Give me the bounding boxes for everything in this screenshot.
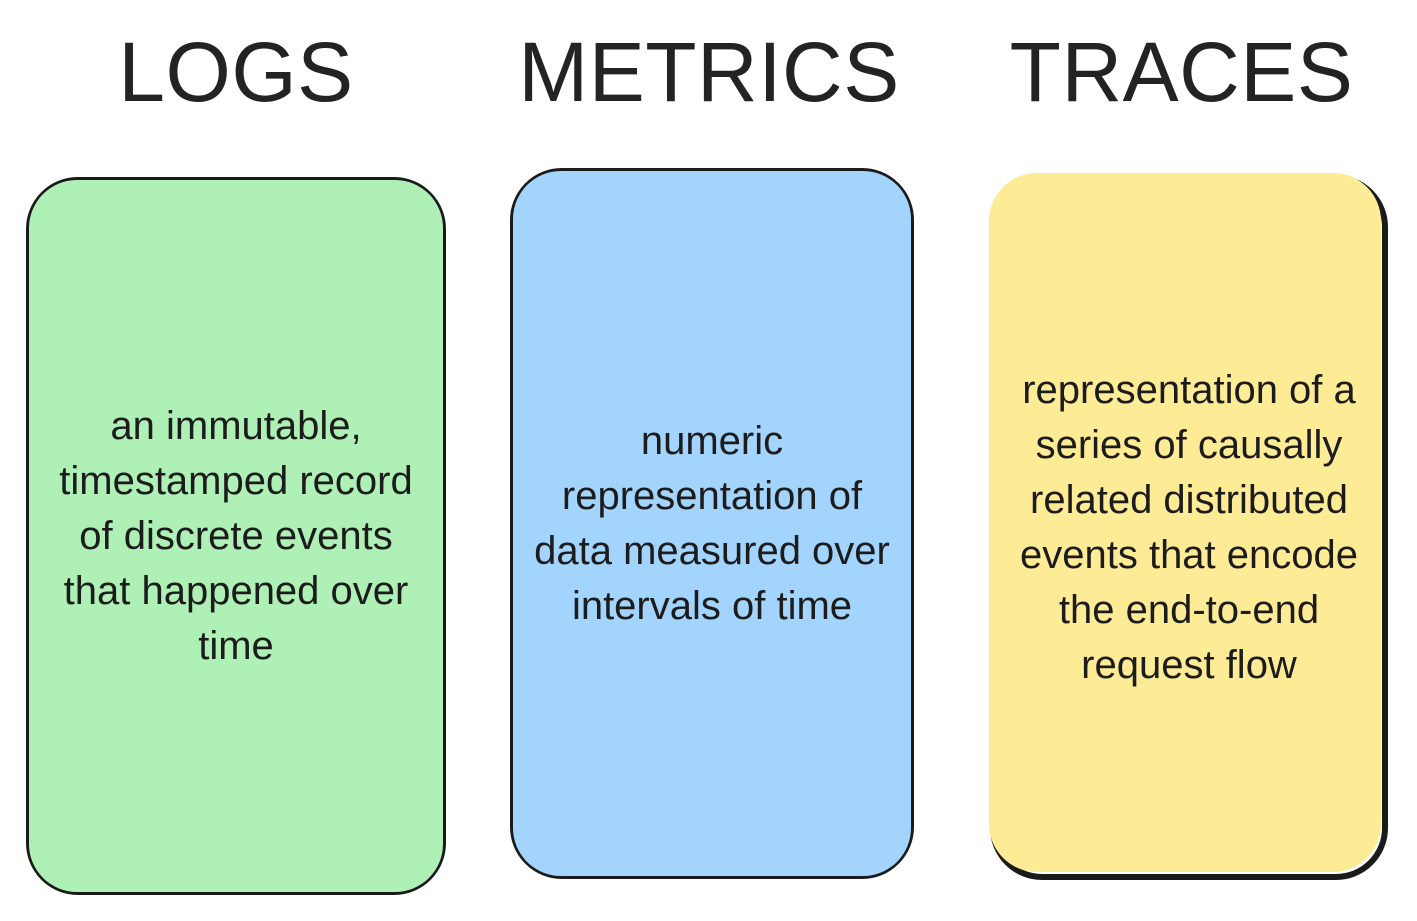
pillar-description-metrics: numeric representation of data measured …	[534, 418, 890, 628]
pillar-description-logs: an immutable, timestamped record of disc…	[59, 403, 413, 668]
pillar-column-traces: TRACES representation of a series of cau…	[946, 0, 1417, 921]
pillar-card-traces: representation of a series of causally r…	[989, 173, 1388, 880]
pillar-title-metrics: METRICS	[518, 25, 900, 119]
pillar-column-logs: LOGS an immutable, timestamped record of…	[0, 0, 472, 921]
card-fill-logs	[29, 180, 443, 892]
pillar-description-traces: representation of a series of causally r…	[1019, 367, 1359, 687]
pillar-column-metrics: METRICS numeric representation of data m…	[472, 0, 946, 921]
pillar-title-traces: TRACES	[1009, 25, 1354, 119]
card-fill-traces	[989, 173, 1381, 872]
pillar-title-logs: LOGS	[118, 25, 354, 119]
pillar-card-metrics: numeric representation of data measured …	[510, 168, 914, 879]
pillar-card-logs: an immutable, timestamped record of disc…	[26, 177, 446, 895]
card-fill-metrics	[513, 171, 911, 876]
